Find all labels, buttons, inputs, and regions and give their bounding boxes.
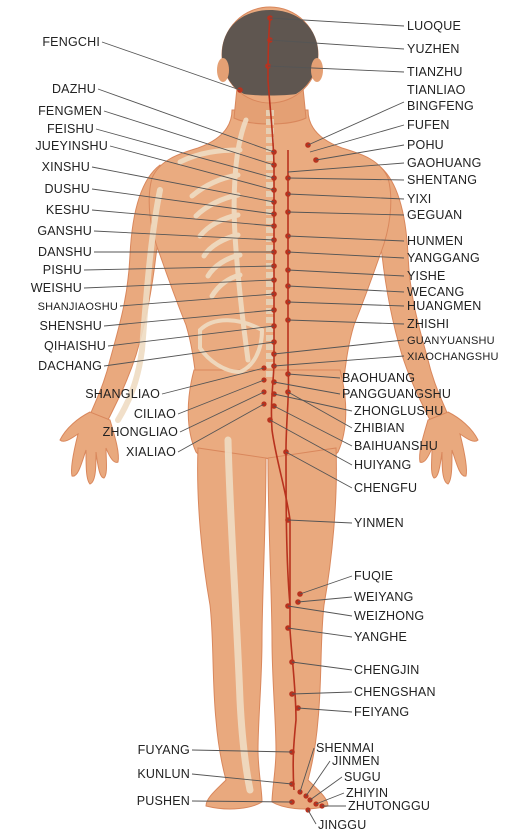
label-fufen: FUFEN	[407, 118, 450, 132]
label-pohu: POHU	[407, 138, 444, 152]
label-shangliao: SHANGLIAO	[85, 387, 160, 401]
label-zhutonggu: ZHUTONGGU	[348, 799, 430, 813]
label-wecang: WECANG	[407, 285, 464, 299]
label-geguan: GEGUAN	[407, 208, 462, 222]
label-fuyang: FUYANG	[138, 743, 190, 757]
label-pangguangshu: PANGGUANGSHU	[342, 387, 451, 401]
label-chengjin: CHENGJIN	[354, 663, 420, 677]
label-luoque: LUOQUE	[407, 19, 461, 33]
label-pishu: PISHU	[43, 263, 82, 277]
label-dachang: DACHANG	[38, 359, 102, 373]
label-shentang: SHENTANG	[407, 173, 477, 187]
label-chengshan: CHENGSHAN	[354, 685, 436, 699]
label-pushen: PUSHEN	[137, 794, 190, 808]
label-kunlun: KUNLUN	[137, 767, 190, 781]
label-shanjiaoshu: SHANJIAOSHU	[38, 301, 118, 313]
label-zhongliao: ZHONGLIAO	[103, 425, 178, 439]
label-sugu: SUGU	[344, 770, 381, 784]
label-shenshu: SHENSHU	[39, 319, 102, 333]
label-chengfu: CHENGFU	[354, 481, 417, 495]
label-zhonglushu: ZHONGLUSHU	[354, 404, 444, 418]
label-fengmen: FENGMEN	[38, 104, 102, 118]
label-yixi: YIXI	[407, 192, 431, 206]
label-weishu: WEISHU	[31, 281, 82, 295]
label-yanggang: YANGGANG	[407, 251, 480, 265]
label-guanyuanshu: GUANYUANSHU	[407, 335, 495, 347]
label-weiyang: WEIYANG	[354, 590, 414, 604]
label-jueyinshu: JUEYINSHU	[35, 139, 108, 153]
label-baihuanshu: BAIHUANSHU	[354, 439, 438, 453]
label-danshu: DANSHU	[38, 245, 92, 259]
label-dushu: DUSHU	[45, 182, 90, 196]
label-jinmen: JINMEN	[332, 754, 380, 768]
label-huangmen: HUANGMEN	[407, 299, 482, 313]
label-xinshu: XINSHU	[42, 160, 90, 174]
label-qihaishu: QIHAISHU	[44, 339, 106, 353]
label-yuzhen: YUZHEN	[407, 42, 460, 56]
label-zhibian: ZHIBIAN	[354, 421, 405, 435]
label-bingfeng: BINGFENG	[407, 99, 474, 113]
label-tianzhu: TIANZHU	[407, 65, 463, 79]
label-yanghe: YANGHE	[354, 630, 407, 644]
label-fuqie: FUQIE	[354, 569, 393, 583]
label-ciliao: CILIAO	[134, 407, 176, 421]
label-huiyang: HUIYANG	[354, 458, 411, 472]
label-xialiao: XIALIAO	[126, 445, 176, 459]
label-feiyang: FEIYANG	[354, 705, 409, 719]
label-yinmen: YINMEN	[354, 516, 404, 530]
label-fengchi: FENGCHI	[42, 35, 100, 49]
label-baohuang: BAOHUANG	[342, 371, 415, 385]
label-zhishi: ZHISHI	[407, 317, 449, 331]
label-shenmai: SHENMAI	[316, 741, 374, 755]
label-gaohuang: GAOHUANG	[407, 156, 482, 170]
left-hand	[60, 412, 118, 484]
label-yishe: YISHE	[407, 269, 446, 283]
label-weizhong: WEIZHONG	[354, 609, 424, 623]
label-jinggu: JINGGU	[318, 818, 366, 832]
label-ganshu: GANSHU	[37, 224, 92, 238]
left-ear	[217, 58, 229, 82]
label-keshu: KESHU	[46, 203, 90, 217]
label-dazhu: DAZHU	[52, 82, 96, 96]
label-zhiyin: ZHIYIN	[346, 786, 388, 800]
label-hunmen: HUNMEN	[407, 234, 463, 248]
right-ear	[311, 58, 323, 82]
label-xiaochangshu: XIAOCHANGSHU	[407, 351, 499, 363]
label-feishu: FEISHU	[47, 122, 94, 136]
label-tianliao: TIANLIAO	[407, 83, 466, 97]
